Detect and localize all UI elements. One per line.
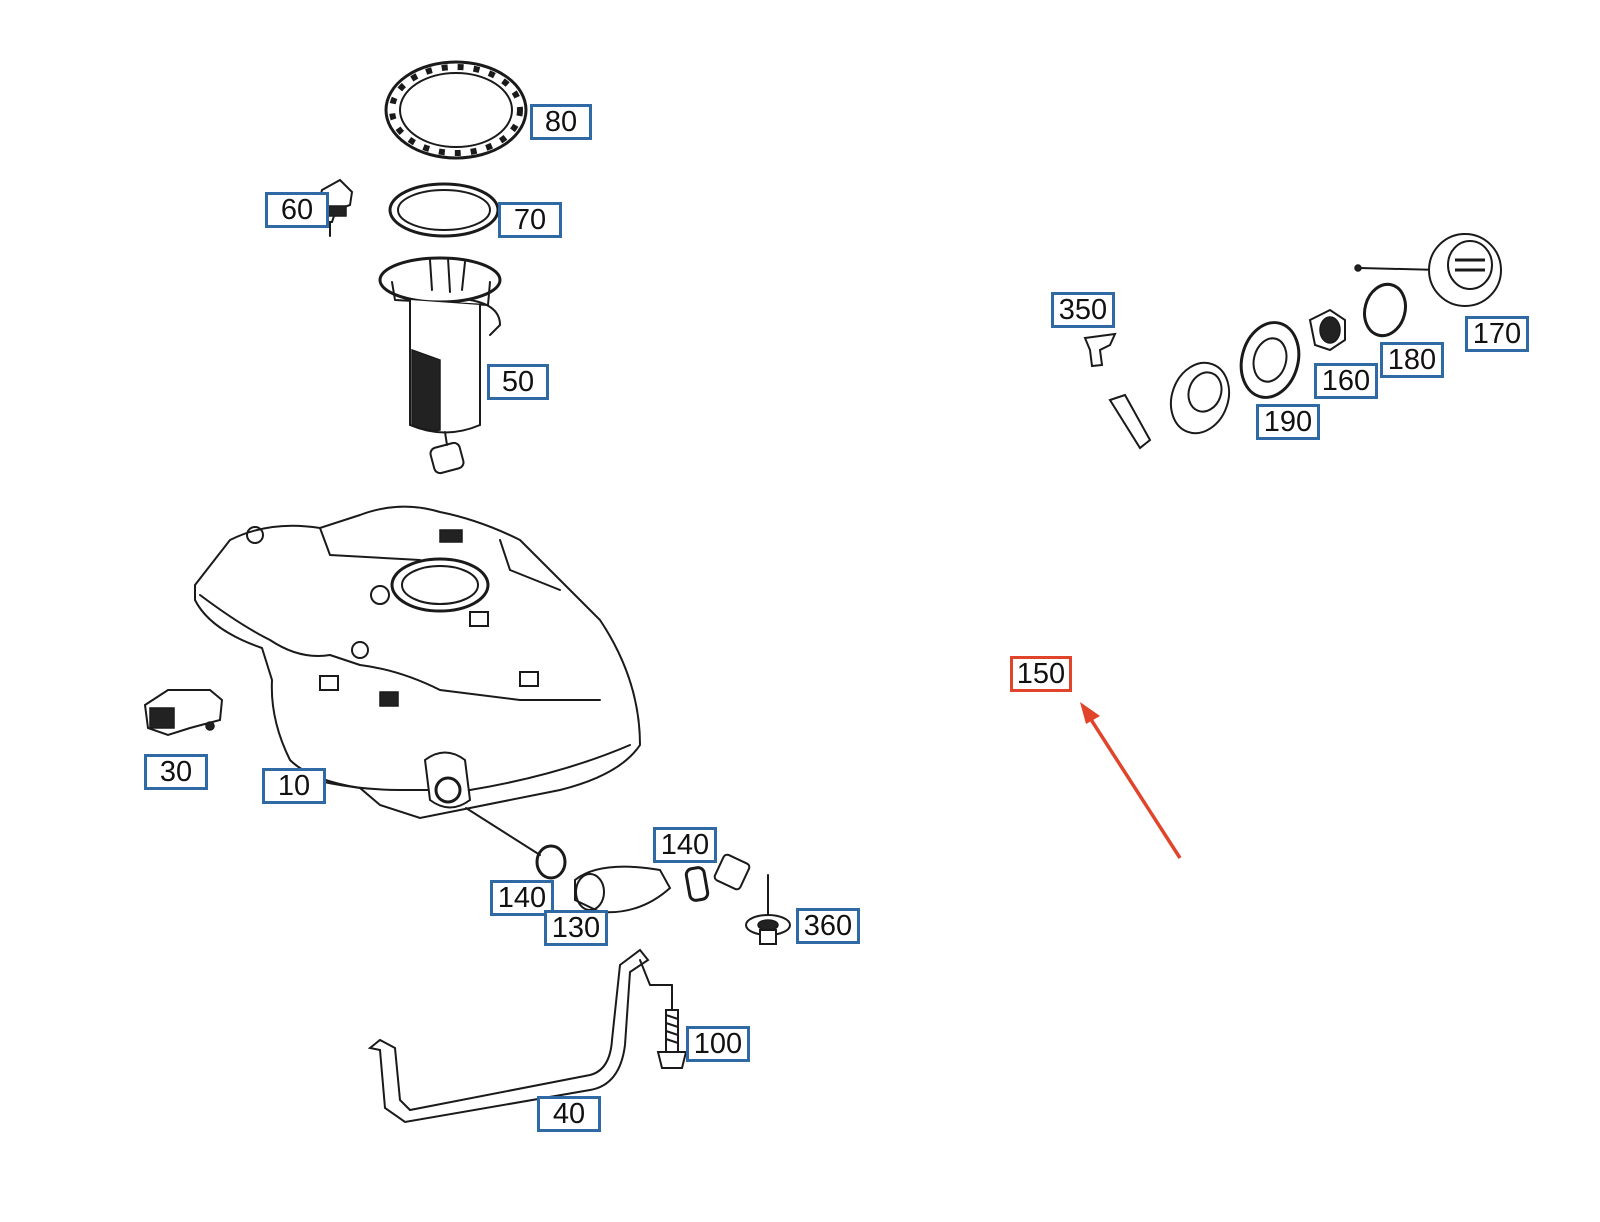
- hose-part: [574, 865, 672, 914]
- grommet-part: [745, 914, 791, 945]
- filler-insert-part: [1308, 308, 1346, 352]
- callout-180[interactable]: 180: [1380, 342, 1444, 378]
- highlight-arrow: [1080, 702, 1182, 859]
- callout-100[interactable]: 100: [686, 1026, 750, 1062]
- callout-160[interactable]: 160: [1314, 363, 1378, 399]
- bolt-part: [656, 984, 688, 1069]
- fuel-tank-part: [194, 505, 642, 856]
- callout-150-highlighted[interactable]: 150: [1010, 656, 1072, 692]
- locking-ring-part: [384, 60, 528, 160]
- hose-clamp-part: [535, 844, 567, 880]
- callout-80[interactable]: 80: [530, 104, 592, 140]
- callout-50[interactable]: 50: [487, 364, 549, 400]
- filler-neck-seal-part: [1239, 321, 1301, 399]
- callout-70[interactable]: 70: [498, 202, 562, 238]
- callout-140-lower[interactable]: 140: [490, 880, 554, 916]
- connector-part: [143, 689, 224, 737]
- fuel-pump-module-part: [378, 256, 502, 475]
- callout-10[interactable]: 10: [262, 768, 326, 804]
- tank-strap-part: [367, 948, 673, 1124]
- callout-40[interactable]: 40: [537, 1096, 601, 1132]
- callout-140-upper[interactable]: 140: [653, 827, 717, 863]
- callout-170[interactable]: 170: [1465, 316, 1529, 352]
- hose-clamp-part: [684, 866, 710, 902]
- clip-part: [1083, 332, 1117, 368]
- callout-350[interactable]: 350: [1051, 292, 1115, 328]
- o-ring-part: [1363, 282, 1407, 338]
- filler-pipe-part: [711, 361, 1231, 921]
- callout-30[interactable]: 30: [144, 754, 208, 790]
- fuel-cap-part: [1354, 233, 1502, 307]
- callout-60[interactable]: 60: [265, 192, 329, 228]
- callout-360[interactable]: 360: [796, 908, 860, 944]
- seal-ring-part: [388, 182, 500, 238]
- callout-130[interactable]: 130: [544, 910, 608, 946]
- callout-190[interactable]: 190: [1256, 404, 1320, 440]
